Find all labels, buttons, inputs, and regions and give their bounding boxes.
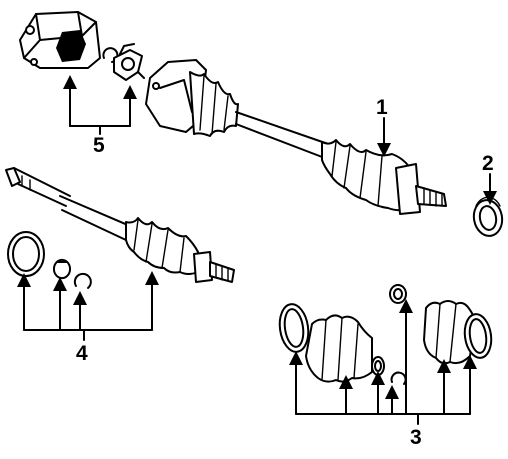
- outer-boot: [305, 314, 373, 383]
- inner-joint-housing: [19, 11, 101, 69]
- axle-shaft-right: [145, 59, 447, 215]
- snap-ring-right: [390, 371, 407, 385]
- boot-clamp-small: [52, 259, 72, 279]
- boot-clamp-large-right: [278, 303, 310, 353]
- boot-clamp-outer-right: [463, 313, 493, 359]
- callout-4-label: 4: [76, 342, 88, 365]
- callout-5-label: 5: [93, 134, 105, 157]
- callout-3-label: 3: [410, 426, 422, 449]
- tripod-joint: [113, 43, 145, 81]
- callout-4-leaders: [17, 271, 159, 341]
- axle-shaft-left: [5, 167, 235, 283]
- boot-clamp-large: [7, 231, 45, 277]
- callout-3-leaders: [289, 299, 477, 425]
- callout-2-label: 2: [482, 152, 494, 175]
- boot-clamp-small-right: [371, 356, 385, 376]
- seal-ring: [472, 196, 504, 237]
- callout-5-leaders: [63, 75, 137, 135]
- snap-ring-left: [73, 272, 92, 289]
- snap-ring-top: [389, 284, 407, 304]
- callout-1-label: 1: [376, 96, 388, 119]
